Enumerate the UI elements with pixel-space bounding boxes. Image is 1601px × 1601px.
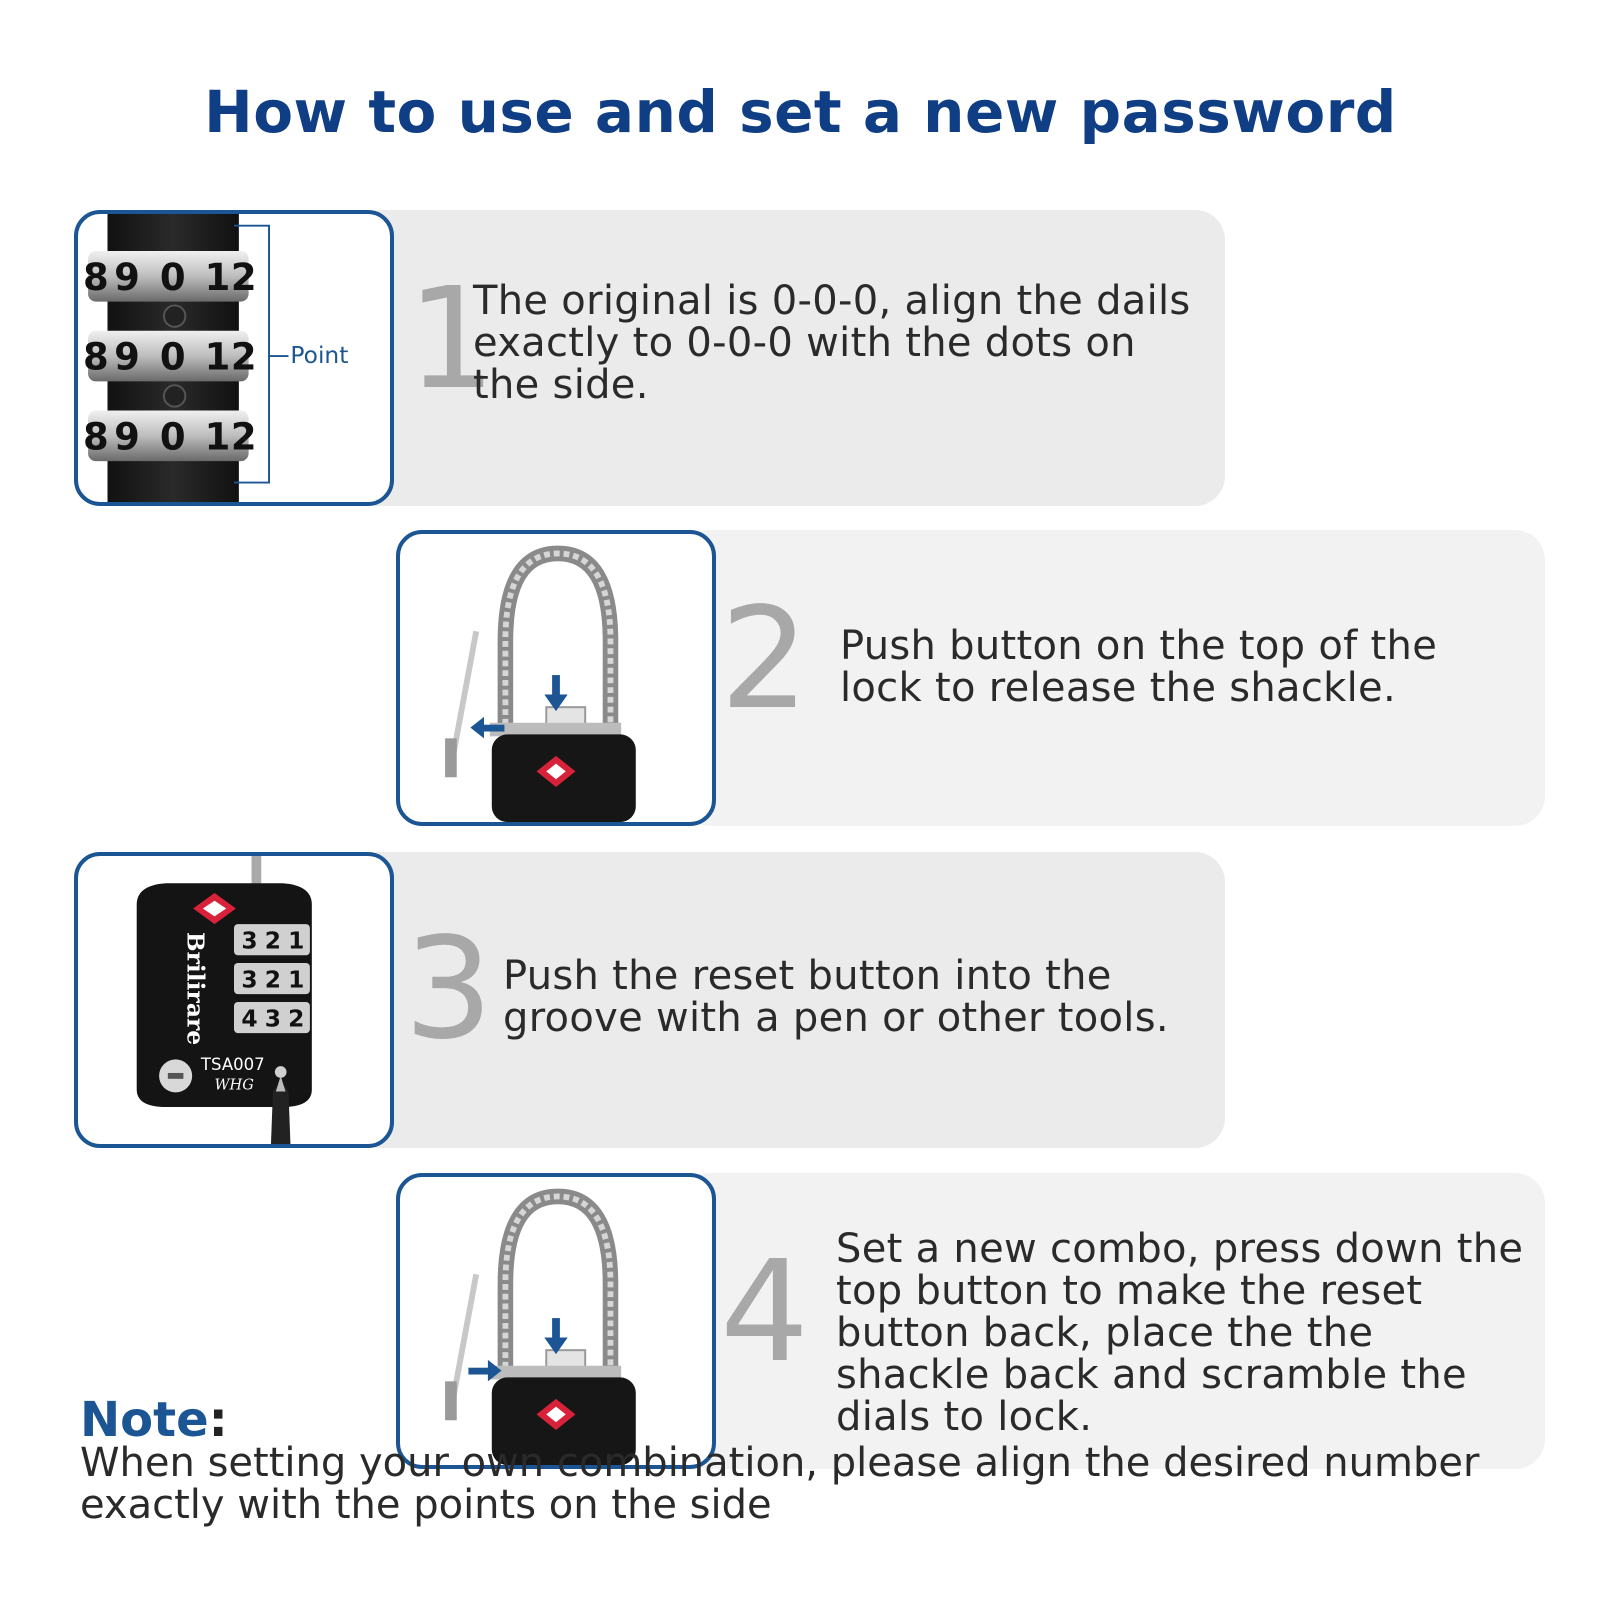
cable-lock-open-image: [445, 545, 636, 822]
note-colon: :: [208, 1392, 228, 1448]
dial-digit: 2: [288, 1004, 304, 1032]
page-title: How to use and set a new password: [204, 78, 1397, 146]
push-down-arrow-icon: [544, 1318, 568, 1355]
step-4-number: 4: [720, 1231, 810, 1394]
step-3-text: Push the reset button into the groove wi…: [503, 953, 1169, 1041]
step-3-number: 3: [404, 908, 494, 1071]
dial-closeup-image: 8 9 0 1 2 8 9 0 1 2 8 9 0 1 2 Point: [83, 214, 348, 502]
note-text: When setting your own combination, pleas…: [80, 1440, 1480, 1528]
dial-row-3: [88, 410, 249, 462]
step-3-image-frame: 3 2 1 3 2 1 4 3 2 Brilirare TSA007 WHG: [74, 852, 394, 1148]
step-2-image-frame: [396, 530, 716, 826]
lock-reset-image: 3 2 1 3 2 1 4 3 2 Brilirare TSA007 WHG: [136, 856, 312, 1144]
reset-button-icon: [274, 1066, 287, 1078]
step-3-panel: [350, 852, 1225, 1148]
code-label: WHG: [215, 1077, 255, 1094]
insert-right-arrow-icon: [468, 1359, 502, 1382]
push-down-arrow-icon: [544, 675, 568, 712]
point-dot-2: [162, 384, 187, 408]
dial-digit: 1: [205, 415, 231, 458]
dial-digit: 1: [288, 965, 304, 993]
model-label: TSA007: [200, 1055, 265, 1074]
dial-digit: 4: [241, 1004, 257, 1032]
brand-label: Brilirare: [181, 932, 209, 1045]
point-label: Point: [290, 341, 348, 369]
step-4-text: Set a new combo, press down the top butt…: [836, 1226, 1524, 1440]
dial-digit: 3: [241, 965, 257, 993]
step-1-number: 1: [407, 258, 497, 421]
dial-digit: 0: [160, 256, 186, 299]
dial-digit: 1: [288, 926, 304, 954]
release-left-arrow-icon: [470, 716, 505, 739]
dial-digit: 8: [83, 415, 109, 458]
dial-digit: 8: [83, 256, 109, 299]
point-bracket: [234, 224, 289, 484]
dial-digit: 3: [241, 926, 257, 954]
combination-dials: 3 2 1 3 2 1 4 3 2: [234, 924, 310, 1034]
note-label-text: Note: [80, 1392, 209, 1448]
dial-row-2: [88, 330, 249, 382]
dial-digit: 1: [205, 256, 231, 299]
step-4-image-frame: [396, 1173, 716, 1469]
note-label: Note:: [80, 1392, 228, 1448]
dial-digit: 2: [265, 965, 281, 993]
dial-digit: 9: [114, 256, 140, 299]
dial-row-1: [88, 250, 249, 302]
dial-digit: 2: [265, 926, 281, 954]
dial-digit: 9: [114, 336, 140, 379]
dial-digit: 1: [205, 336, 231, 379]
step-4-panel: [680, 1173, 1545, 1469]
pen-icon: [270, 1075, 291, 1144]
step-2-text: Push button on the top of the lock to re…: [840, 623, 1438, 711]
dial-digit: 0: [160, 415, 186, 458]
dial-digit: 8: [83, 336, 109, 379]
dial-digit: 2: [231, 256, 257, 299]
dial-digit: 9: [114, 415, 140, 458]
keyhole-icon: [159, 1059, 193, 1093]
cable-lock-close-image: [445, 1188, 636, 1465]
dial-digit: 3: [265, 1004, 281, 1032]
step-1-text: The original is 0-0-0, align the dails e…: [473, 278, 1191, 408]
dial-digit: 0: [160, 336, 186, 379]
step-1-panel: [350, 210, 1225, 506]
tsa-logo-icon: [536, 1398, 576, 1430]
step-1-image-frame: 8 9 0 1 2 8 9 0 1 2 8 9 0 1 2 Point: [74, 210, 394, 506]
dial-digit: 2: [231, 415, 257, 458]
step-2-number: 2: [720, 578, 810, 741]
dial-digit: 2: [231, 336, 257, 379]
step-2-panel: [680, 530, 1545, 826]
point-dot-1: [162, 304, 187, 328]
